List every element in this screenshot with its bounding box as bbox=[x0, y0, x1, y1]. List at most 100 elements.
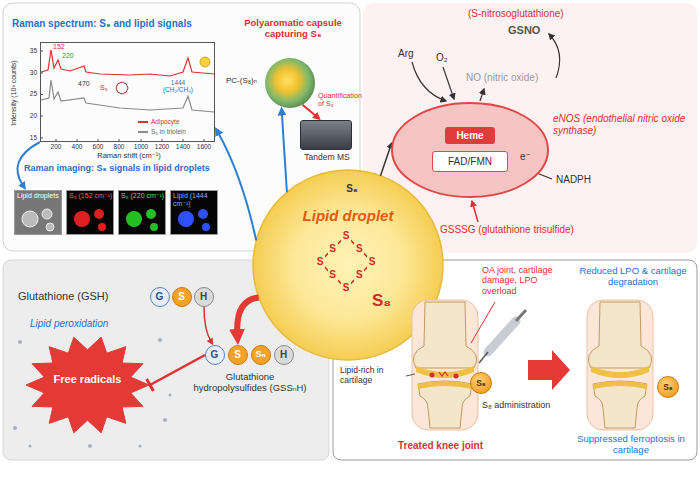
glutathione-panel: Glutathione (GSH)Lipid peroxidationGluta… bbox=[3, 260, 329, 460]
damage-crack bbox=[439, 372, 448, 376]
s8-dose: S₈ bbox=[657, 376, 679, 398]
cartilage bbox=[593, 381, 647, 389]
sulfur-atom: S bbox=[367, 256, 377, 268]
polyaromatic-capsule: Polyaromatic capsule capturing S₈PC-(S₈)… bbox=[265, 58, 315, 108]
star-shape bbox=[26, 337, 149, 433]
molecule-label: O₂ bbox=[436, 52, 448, 64]
molecule-label: Arg bbox=[398, 48, 414, 60]
cartilage bbox=[591, 366, 649, 378]
raman-image-tile: S₈ (152 cm⁻¹) bbox=[66, 190, 114, 235]
image-ground bbox=[66, 190, 114, 235]
leg-outline bbox=[587, 300, 653, 430]
signal-blob bbox=[126, 211, 142, 227]
residue-letter: H bbox=[275, 346, 292, 363]
reaction-arrow bbox=[412, 62, 446, 101]
radical-dot bbox=[169, 394, 172, 397]
annotation: OA joint, cartilage damage, LPO overload bbox=[482, 265, 574, 296]
signal-blob bbox=[146, 209, 156, 219]
free-radicals-burst: Free radicals bbox=[25, 335, 150, 435]
syringe-barrel bbox=[488, 321, 516, 352]
residue-letter: G bbox=[151, 288, 168, 305]
syringe-plunger bbox=[516, 310, 526, 321]
residue-circle: H bbox=[194, 287, 214, 307]
droplet-blob bbox=[22, 211, 38, 227]
ellipse-outline bbox=[391, 102, 549, 198]
connector bbox=[218, 132, 257, 241]
residue-letter: H bbox=[195, 288, 212, 305]
annotation: Reduced LPO & cartilage degradation bbox=[574, 266, 692, 288]
treatment-arrow bbox=[528, 350, 570, 390]
radical-dot bbox=[163, 418, 167, 422]
s8-ring-icon bbox=[116, 82, 128, 94]
tick-label: 800 bbox=[107, 143, 131, 150]
peak-label: 1444 (CH₂/CH₃) bbox=[158, 79, 198, 94]
legend-line-sample bbox=[138, 121, 148, 123]
knee-panel: OA joint, cartilage damage, LPO overload… bbox=[333, 260, 697, 460]
leg-outline bbox=[412, 300, 478, 430]
tick-label: 35 bbox=[17, 47, 37, 54]
heme-label: Heme bbox=[445, 127, 495, 144]
syringe-needle bbox=[479, 352, 488, 363]
sulfur-atom: S bbox=[354, 243, 364, 255]
molecule-label: GSSSG (glutathione trisulfide) bbox=[440, 224, 574, 236]
droplet-title: Lipid droplet bbox=[283, 207, 413, 224]
tick-label: 20 bbox=[17, 112, 37, 119]
radical-dot bbox=[29, 445, 32, 448]
panel-caption: Treated knee joint bbox=[398, 440, 508, 452]
spectrum-curve bbox=[41, 50, 214, 76]
sulfur-atom: S bbox=[328, 269, 338, 281]
residue-circle: Sₙ bbox=[251, 345, 271, 365]
image-ground bbox=[14, 190, 62, 235]
leader-line bbox=[471, 302, 495, 343]
lipid-droplet: S₈Lipid dropletS₈ bbox=[253, 170, 443, 360]
image-ground bbox=[118, 190, 166, 235]
droplet-blob bbox=[46, 223, 54, 231]
capsule-heading: Polyaromatic capsule capturing S₈ bbox=[232, 18, 354, 40]
droplet-blob bbox=[42, 209, 52, 219]
activation-arrow bbox=[472, 201, 478, 222]
residue-letter: G bbox=[206, 346, 223, 363]
molecule-name: Glutathione hydropolysulfides (GSSₙH) bbox=[188, 372, 312, 394]
reaction-arrow bbox=[549, 34, 560, 78]
process-label: Lipid peroxidation bbox=[30, 318, 150, 330]
residue-letter: S bbox=[173, 288, 190, 305]
molecule-label: GSNO bbox=[508, 24, 540, 37]
spectrum-plot bbox=[40, 50, 214, 142]
radical-dot bbox=[13, 426, 17, 430]
residue-letter: Sₙ bbox=[252, 346, 269, 363]
panel-heading: Raman spectrum: S₈ and lipid signals bbox=[12, 18, 224, 30]
burst-label: Free radicals bbox=[47, 373, 128, 386]
tibia bbox=[418, 381, 472, 428]
s8-ring-bonds bbox=[320, 236, 372, 288]
signal-blob bbox=[178, 211, 194, 227]
axis-title: Intensity (10³ counts) bbox=[9, 43, 19, 143]
peak-label: 152 bbox=[53, 43, 65, 51]
reaction-arrow bbox=[480, 89, 484, 101]
radical-dot bbox=[88, 444, 92, 448]
molecule-label: NADPH bbox=[556, 174, 591, 186]
peak-label: 220 bbox=[62, 52, 74, 60]
sulfur-atom: S bbox=[315, 256, 325, 268]
raman-images bbox=[14, 190, 218, 235]
residue-circle: G bbox=[150, 287, 170, 307]
electron-label: e⁻ bbox=[520, 151, 531, 163]
spectrum-curve bbox=[41, 80, 214, 112]
enzyme-name: eNOS (endothelial nitric oxide synthase) bbox=[553, 113, 693, 136]
tick-label: 15 bbox=[17, 134, 37, 141]
legend-line-sample bbox=[138, 131, 148, 133]
molecule-label: S₈ bbox=[340, 183, 364, 195]
sulfur-atom: S bbox=[341, 230, 351, 242]
damage-spot bbox=[454, 374, 459, 379]
legend-text: S₈ in triolein bbox=[151, 127, 186, 136]
sulfur-atom: S bbox=[328, 243, 338, 255]
residue-circle: G bbox=[205, 345, 225, 365]
molecule-name: (S-nitrosoglutathione) bbox=[468, 8, 564, 20]
peak-label: 470 bbox=[78, 80, 90, 88]
signal-blob bbox=[150, 223, 158, 231]
connector bbox=[150, 355, 205, 385]
annotation: S₈ administration bbox=[482, 400, 574, 410]
radical-dot bbox=[18, 340, 22, 344]
